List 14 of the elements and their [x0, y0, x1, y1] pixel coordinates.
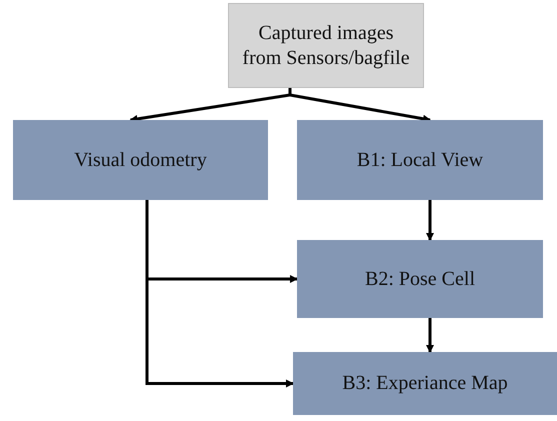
process-box: [297, 120, 543, 200]
process-box: [228, 3, 424, 88]
box-label: B3: Experiance Map: [342, 371, 508, 396]
box-label: B2: Pose Cell: [364, 266, 475, 292]
process-box: [297, 240, 543, 318]
arrow: [426, 318, 434, 353]
box-label: B1: Local View: [356, 148, 484, 172]
process-box: [293, 352, 557, 415]
box-label: Visual odometry: [74, 148, 207, 172]
box-label: Captured images from Sensors/bagfile: [241, 20, 411, 70]
process-box: [13, 120, 268, 200]
arrow: [288, 88, 431, 123]
arrow: [426, 200, 434, 241]
arrow: [146, 200, 294, 388]
